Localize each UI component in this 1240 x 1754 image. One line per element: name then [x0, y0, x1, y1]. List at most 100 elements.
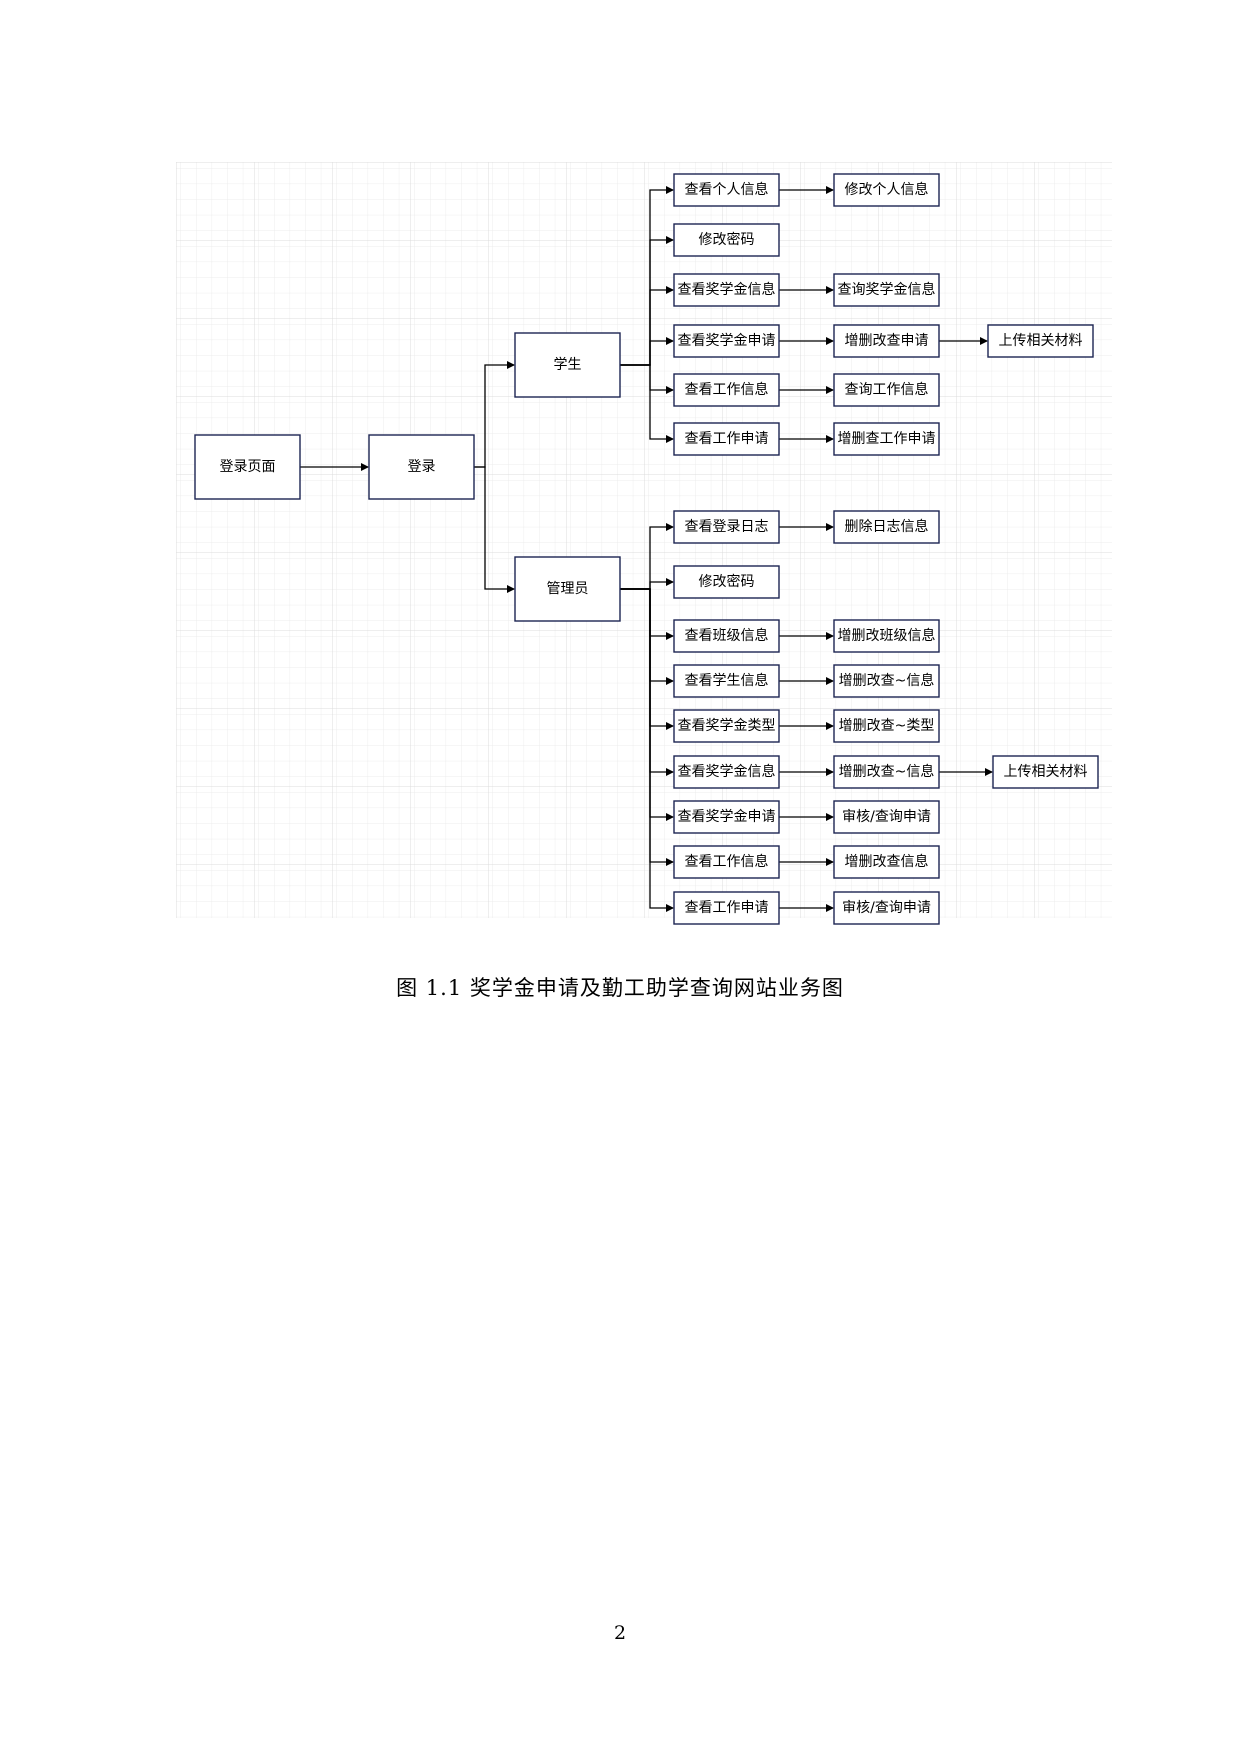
- node-label: 增删查工作申请: [838, 431, 936, 447]
- node-label: 查看奖学金申请: [678, 332, 776, 349]
- node-box: [833, 373, 940, 407]
- node-box: [833, 273, 940, 307]
- node-s3: 查看奖学金信息: [673, 273, 780, 307]
- node-box: [673, 324, 780, 358]
- node-label: 学生: [554, 357, 582, 373]
- node-box: [673, 891, 780, 925]
- node-box: [833, 845, 940, 879]
- node-label: 删除日志信息: [845, 518, 929, 535]
- node-label: 查询奖学金信息: [838, 281, 936, 298]
- node-s5: 查看工作信息: [673, 373, 780, 407]
- node-a2: 修改密码: [673, 565, 780, 599]
- node-a9b: 审核/查询申请: [833, 891, 940, 925]
- node-label: 管理员: [547, 581, 589, 597]
- node-label: 登录: [408, 459, 436, 475]
- node-label: 审核/查询申请: [842, 900, 931, 916]
- node-box: [833, 709, 940, 743]
- node-box: [833, 619, 940, 653]
- node-label: 查看工作申请: [685, 431, 769, 447]
- node-box: [368, 434, 475, 500]
- node-a1: 查看登录日志: [673, 510, 780, 544]
- node-label: 查看个人信息: [685, 181, 769, 198]
- node-box: [673, 800, 780, 834]
- edges-layer: [300, 186, 993, 912]
- node-label: 修改密码: [699, 231, 755, 248]
- node-s3b: 查询奖学金信息: [833, 273, 940, 307]
- node-a8b: 增删改查信息: [833, 845, 940, 879]
- node-box: [673, 619, 780, 653]
- node-s1b: 修改个人信息: [833, 173, 940, 207]
- node-label: 增删改查信息: [845, 853, 929, 870]
- node-a3b: 增删改班级信息: [833, 619, 940, 653]
- node-login_page: 登录页面: [194, 434, 301, 500]
- node-a3: 查看班级信息: [673, 619, 780, 653]
- node-box: [833, 324, 940, 358]
- node-s2: 修改密码: [673, 223, 780, 257]
- node-login: 登录: [368, 434, 475, 500]
- node-a8: 查看工作信息: [673, 845, 780, 879]
- node-label: 增删改查~类型: [839, 718, 935, 734]
- node-box: [673, 845, 780, 879]
- node-s5b: 查询工作信息: [833, 373, 940, 407]
- node-label: 上传相关材料: [1004, 764, 1088, 780]
- node-s4: 查看奖学金申请: [673, 324, 780, 358]
- node-label: 查看班级信息: [685, 627, 769, 644]
- node-box: [673, 422, 780, 456]
- node-label: 审核/查询申请: [842, 809, 931, 825]
- nodes-layer: 登录页面登录学生管理员查看个人信息修改个人信息修改密码查看奖学金信息查询奖学金信…: [194, 173, 1099, 925]
- node-label: 登录页面: [220, 459, 276, 475]
- node-label: 查看奖学金信息: [678, 281, 776, 298]
- node-box: [194, 434, 301, 500]
- edge-student-to-s6: [620, 364, 674, 443]
- node-a4b: 增删改查~信息: [833, 664, 940, 698]
- node-s6b: 增删查工作申请: [833, 422, 940, 456]
- node-label: 查看奖学金信息: [678, 763, 776, 780]
- node-label: 查看奖学金申请: [678, 808, 776, 825]
- node-box: [673, 755, 780, 789]
- node-box: [673, 173, 780, 207]
- node-box: [673, 273, 780, 307]
- node-box: [673, 664, 780, 698]
- node-label: 修改密码: [699, 573, 755, 590]
- figure-caption: 图 1.1 奖学金申请及勤工助学查询网站业务图: [396, 976, 844, 1000]
- node-box: [673, 223, 780, 257]
- node-a4: 查看学生信息: [673, 664, 780, 698]
- node-box: [833, 664, 940, 698]
- node-admin: 管理员: [514, 556, 621, 622]
- node-label: 修改个人信息: [845, 181, 929, 198]
- grid-background: [176, 162, 1112, 918]
- node-label: 上传相关材料: [999, 333, 1083, 349]
- node-box: [673, 709, 780, 743]
- business-flow-diagram: 登录页面登录学生管理员查看个人信息修改个人信息修改密码查看奖学金信息查询奖学金信…: [176, 162, 1112, 925]
- node-label: 查看奖学金类型: [678, 717, 776, 734]
- node-label: 增删改查~信息: [839, 763, 935, 780]
- node-box: [833, 510, 940, 544]
- node-s4c: 上传相关材料: [987, 324, 1094, 358]
- node-box: [833, 173, 940, 207]
- node-label: 查看登录日志: [685, 519, 769, 535]
- node-a9: 查看工作申请: [673, 891, 780, 925]
- node-box: [514, 556, 621, 622]
- node-label: 查看学生信息: [685, 672, 769, 689]
- node-label: 增删改查~信息: [839, 672, 935, 689]
- node-a6b: 增删改查~信息: [833, 755, 940, 789]
- node-label: 增删改班级信息: [838, 627, 936, 644]
- node-a1b: 删除日志信息: [833, 510, 940, 544]
- page-number: 2: [613, 1622, 627, 1644]
- node-a6: 查看奖学金信息: [673, 755, 780, 789]
- node-a5: 查看奖学金类型: [673, 709, 780, 743]
- node-box: [673, 373, 780, 407]
- node-a6c: 上传相关材料: [992, 755, 1099, 789]
- node-box: [987, 324, 1094, 358]
- node-label: 增删改查申请: [845, 333, 929, 349]
- node-a5b: 增删改查~类型: [833, 709, 940, 743]
- node-a7b: 审核/查询申请: [833, 800, 940, 834]
- node-box: [833, 891, 940, 925]
- node-s4b: 增删改查申请: [833, 324, 940, 358]
- node-box: [514, 332, 621, 398]
- node-student: 学生: [514, 332, 621, 398]
- node-label: 查看工作信息: [685, 853, 769, 870]
- node-label: 查看工作申请: [685, 900, 769, 916]
- node-s1: 查看个人信息: [673, 173, 780, 207]
- edge-admin-to-a9: [620, 588, 674, 912]
